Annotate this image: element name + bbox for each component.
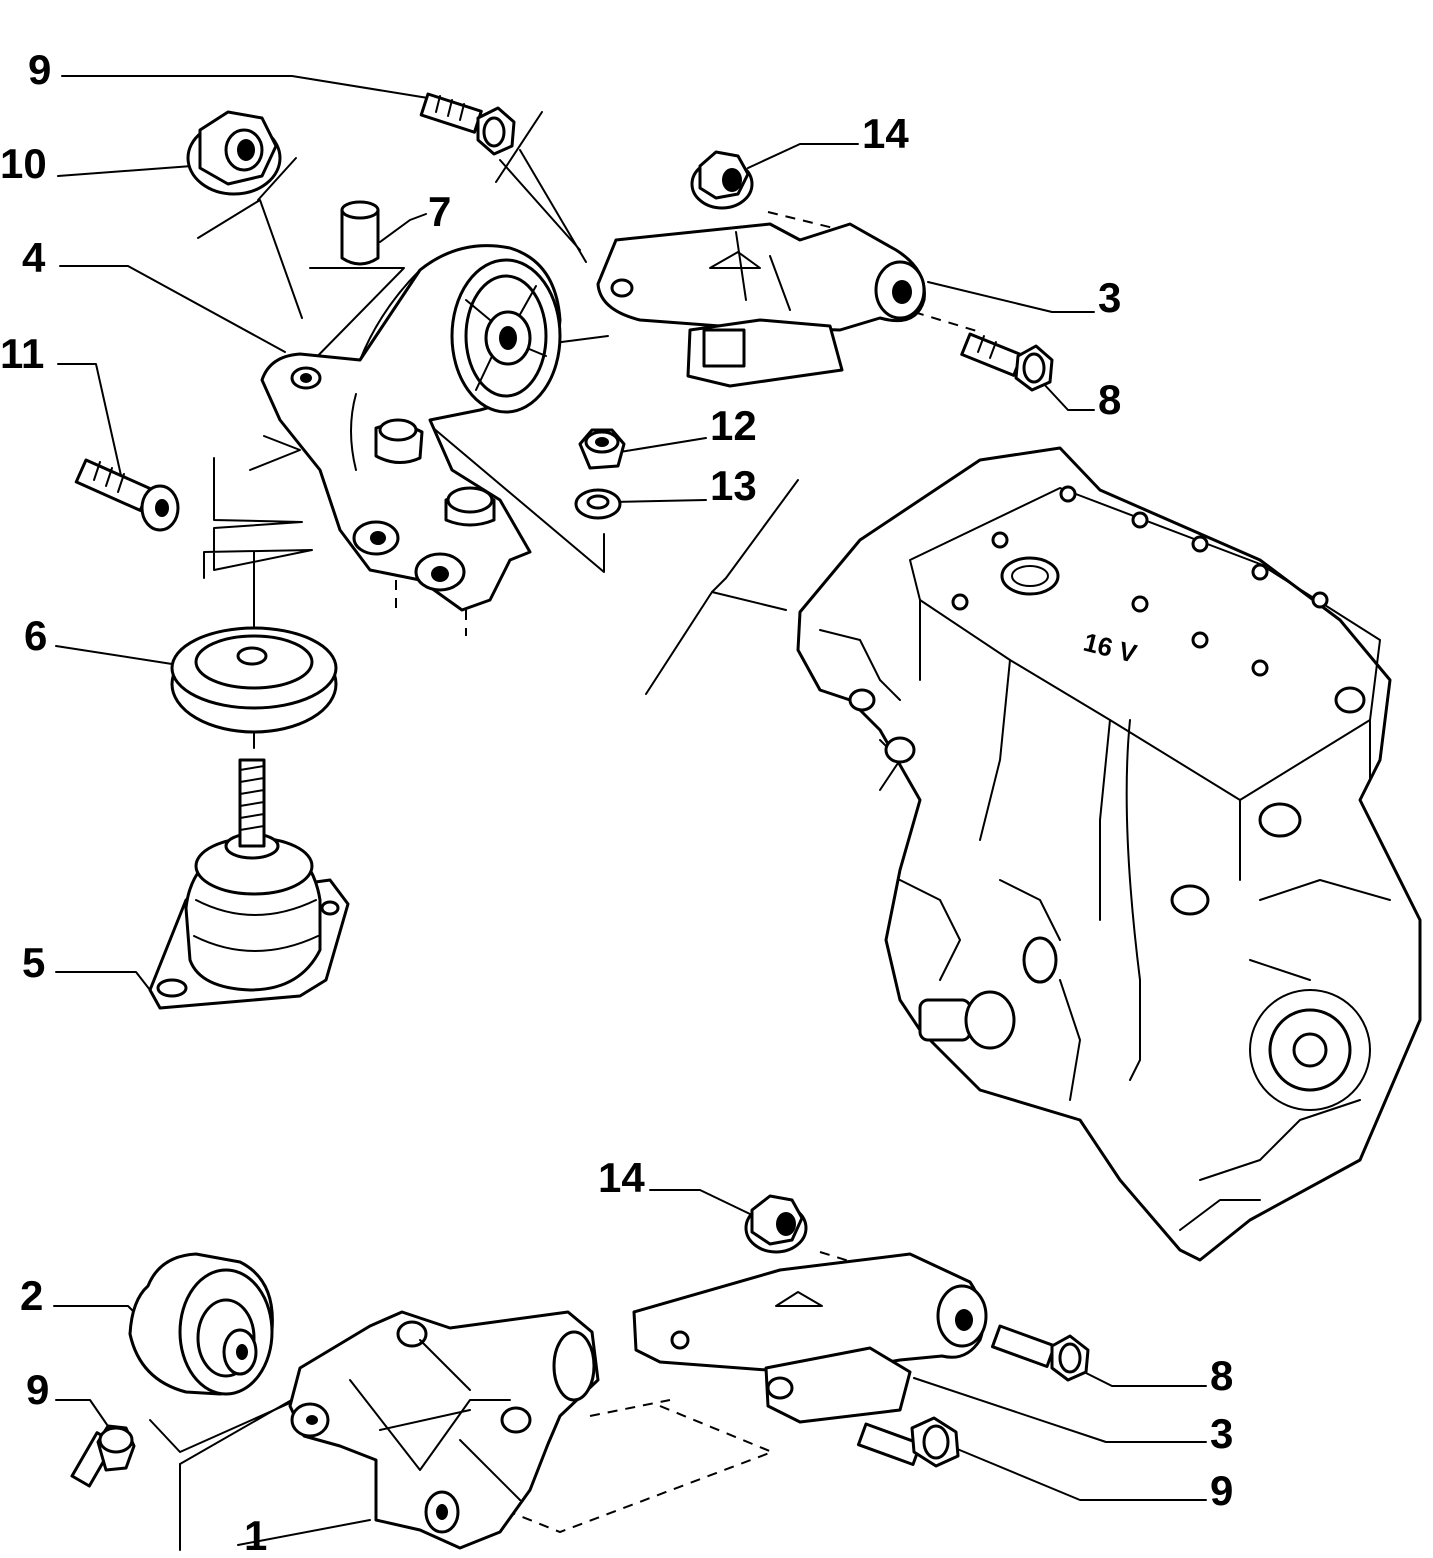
bushing-2 [128, 1252, 274, 1396]
rubber-pad-6 [170, 626, 338, 734]
torque-rod-3-bottom [632, 1252, 988, 1424]
callout-5: 5 [22, 939, 45, 986]
bolt-9-left [70, 1424, 136, 1488]
callout-9-top: 9 [28, 46, 51, 93]
callout-2: 2 [20, 1272, 43, 1319]
callout-9-left: 9 [26, 1366, 49, 1413]
callout-3-bottom: 3 [1210, 1410, 1233, 1457]
sleeve-7 [340, 200, 380, 266]
bolt-9-right [856, 1416, 960, 1468]
torque-rod-3-top [596, 222, 926, 388]
callout-14-top: 14 [862, 110, 909, 157]
upper-mount-bracket-4 [260, 244, 562, 612]
engine-block: 16 V [796, 446, 1422, 1262]
lower-bracket-1 [288, 1310, 600, 1550]
callout-11: 11 [0, 330, 44, 377]
callout-10: 10 [0, 140, 47, 187]
flange-nut-10 [186, 110, 282, 196]
flange-nut-14-top [690, 150, 754, 210]
callout-7: 7 [428, 188, 451, 235]
nut-12 [578, 428, 626, 470]
bolt-8-bottom [990, 1324, 1090, 1382]
callout-14-bottom: 14 [598, 1154, 645, 1201]
callout-8-bottom: 8 [1210, 1352, 1233, 1399]
callout-12: 12 [710, 402, 757, 449]
callout-9-right: 9 [1210, 1467, 1233, 1514]
socket-bolt-11 [74, 458, 180, 532]
callout-13: 13 [710, 462, 757, 509]
callout-4: 4 [22, 234, 46, 281]
callout-1: 1 [244, 1512, 267, 1558]
bolt-8-top [960, 332, 1054, 392]
flange-nut-14-bottom [744, 1194, 808, 1254]
bolt-9-top [419, 92, 516, 156]
callout-8-top: 8 [1098, 376, 1121, 423]
callout-6: 6 [24, 612, 47, 659]
callout-3-top: 3 [1098, 274, 1121, 321]
washer-13 [574, 488, 622, 520]
engine-mount-5 [148, 758, 350, 1010]
